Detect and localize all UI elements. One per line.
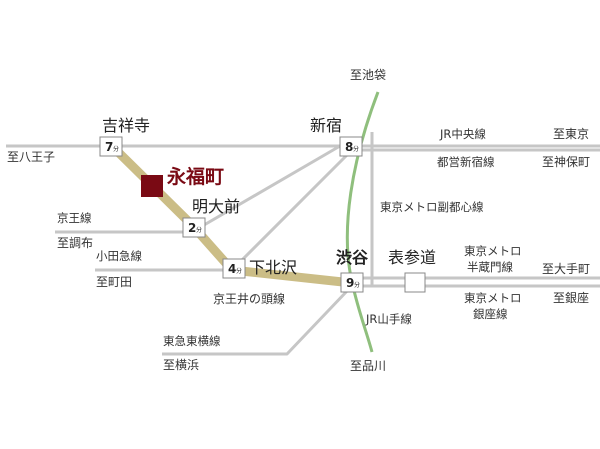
station-meidaimae: 明大前 bbox=[192, 197, 240, 216]
station-shimokitazawa: 下北沢 bbox=[249, 258, 297, 277]
time-box-meidaimae: 2 分 bbox=[182, 217, 206, 238]
dest-shinagawa: 至品川 bbox=[350, 359, 386, 373]
label-toei-shinjuku: 都営新宿線 bbox=[437, 155, 495, 169]
tokyu-toyoko-line bbox=[162, 288, 350, 356]
rail-lines bbox=[6, 132, 600, 356]
svg-text:7: 7 bbox=[105, 140, 113, 154]
label-ginza-1: 東京メトロ bbox=[464, 291, 522, 305]
dest-chofu: 至調布 bbox=[57, 236, 93, 250]
station-box-omotesando bbox=[404, 272, 426, 293]
label-keio: 京王線 bbox=[57, 211, 92, 225]
label-hanzomon-1: 東京メトロ bbox=[464, 244, 522, 258]
label-jr-chuo: JR中央線 bbox=[439, 127, 486, 141]
dest-machida: 至町田 bbox=[96, 275, 132, 289]
dest-ikebukuro: 至池袋 bbox=[350, 68, 386, 82]
dest-jimbocho: 至神保町 bbox=[542, 155, 590, 169]
station-eifukucho: 永福町 bbox=[166, 165, 224, 188]
dest-yokohama: 至横浜 bbox=[163, 358, 199, 372]
dest-hachioji: 至八王子 bbox=[7, 150, 55, 164]
svg-text:分: 分 bbox=[196, 226, 202, 234]
station-omotesando: 表参道 bbox=[388, 248, 436, 267]
svg-text:8: 8 bbox=[345, 140, 353, 154]
svg-text:分: 分 bbox=[236, 267, 242, 275]
time-box-shibuya: 9 分 bbox=[340, 272, 364, 293]
label-jr-yamanote: JR山手線 bbox=[365, 312, 412, 326]
label-tokyu-toyoko: 東急東横線 bbox=[163, 334, 221, 348]
station-shinjuku: 新宿 bbox=[310, 116, 342, 135]
svg-text:分: 分 bbox=[353, 145, 359, 153]
dest-otemachi: 至大手町 bbox=[542, 262, 590, 276]
time-box-kichijoji: 7 分 bbox=[99, 136, 123, 157]
station-kichijoji: 吉祥寺 bbox=[102, 116, 150, 135]
svg-text:2: 2 bbox=[188, 221, 196, 235]
dest-ginza: 至銀座 bbox=[553, 290, 589, 305]
label-odakyu: 小田急線 bbox=[96, 249, 142, 263]
svg-text:4: 4 bbox=[228, 262, 236, 276]
station-shibuya: 渋谷 bbox=[336, 248, 369, 267]
label-hanzomon-2: 半蔵門線 bbox=[467, 260, 513, 274]
time-box-shinjuku: 8 分 bbox=[339, 136, 363, 157]
label-keio-inokashira: 京王井の頭線 bbox=[213, 291, 285, 306]
svg-text:分: 分 bbox=[113, 145, 119, 153]
label-metro-fukutoshin: 東京メトロ副都心線 bbox=[380, 200, 484, 214]
svg-text:9: 9 bbox=[346, 276, 354, 290]
svg-text:分: 分 bbox=[354, 281, 360, 289]
dest-tokyo: 至東京 bbox=[553, 127, 589, 141]
label-ginza-2: 銀座線 bbox=[473, 307, 508, 321]
home-square-icon bbox=[141, 175, 163, 197]
time-box-shimokitazawa: 4 分 bbox=[222, 258, 246, 279]
